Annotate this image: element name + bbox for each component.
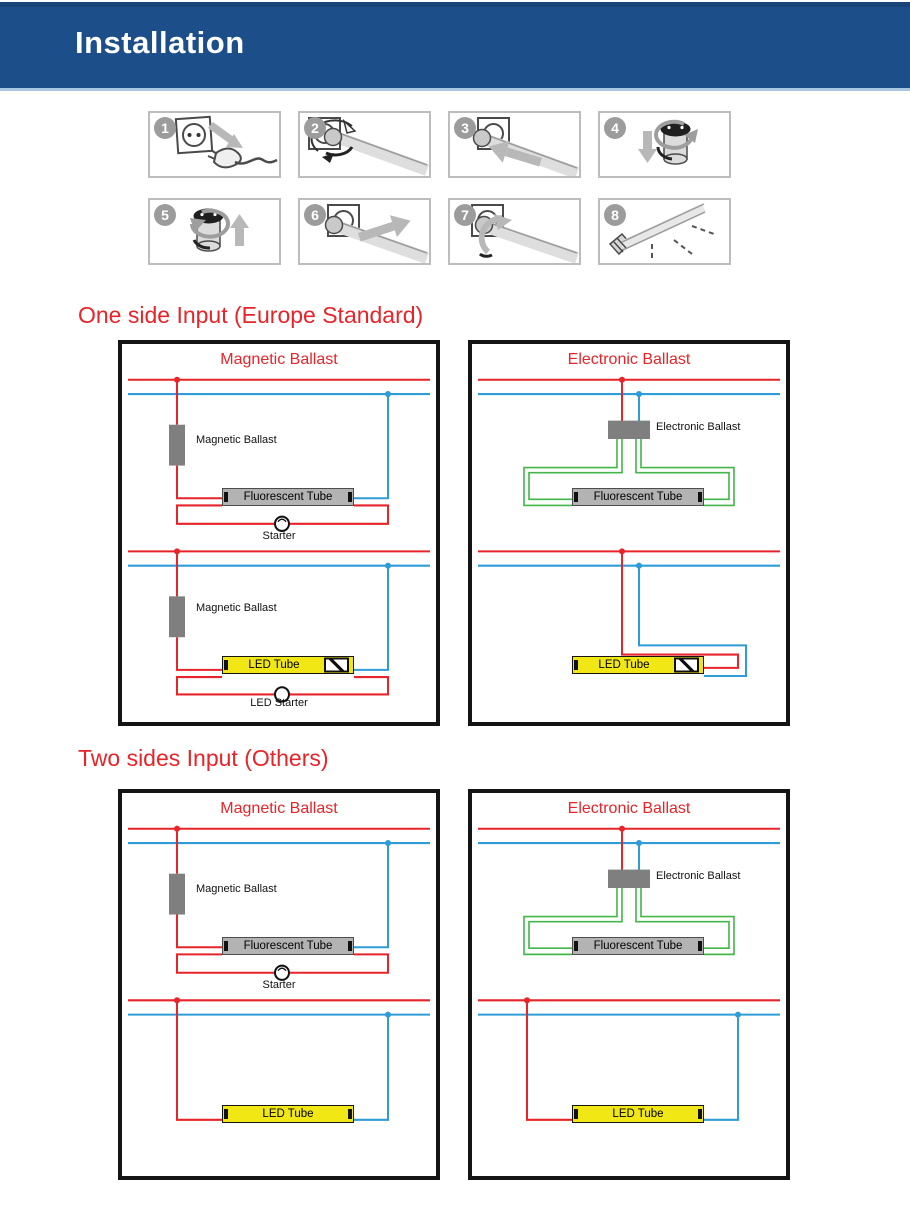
page-title: Installation: [75, 25, 245, 60]
diagram-two-sides-electronic: Electronic Ballast Electronic Ballast Fl…: [468, 789, 790, 1180]
ballast-label: Magnetic Ballast: [196, 602, 277, 614]
tube-label: Fluorescent Tube: [593, 491, 683, 503]
led-starter-label: LED Starter: [250, 697, 308, 709]
wiring-svg: [478, 376, 780, 678]
step-number-badge: 6: [304, 204, 326, 226]
tube-label: Fluorescent Tube: [593, 940, 683, 952]
magnetic-ballast-component: [169, 424, 185, 466]
fuse-box: [674, 657, 699, 673]
led-circuit: [478, 548, 780, 678]
diagram-one-side-electronic: Electronic Ballast Electronic Ballast Fl…: [468, 340, 790, 726]
page-header: Installation: [0, 2, 910, 91]
led-circuit: [128, 548, 430, 703]
starter-label: Starter: [262, 979, 296, 991]
tube-pin-right: [698, 941, 702, 951]
step-1: 1: [148, 111, 281, 178]
unplug-power-icon: [174, 115, 278, 169]
remove-starter-icon: [638, 119, 698, 165]
diagram-one-side-magnetic: Magnetic Ballast Magnetic Ballast Fluore…: [118, 340, 440, 726]
tube-pin-left: [574, 492, 578, 502]
tube-pin-right: [698, 492, 702, 502]
diagram-title: Electronic Ballast: [567, 800, 691, 817]
step-8: 8: [598, 198, 731, 265]
fuse-box: [324, 657, 349, 673]
fluorescent-circuit: [478, 376, 780, 507]
tube-pin-right: [348, 1109, 352, 1119]
fluorescent-tube: Fluorescent Tube: [572, 488, 704, 506]
fluorescent-tube: Fluorescent Tube: [222, 937, 354, 955]
step-5: 5: [148, 198, 281, 265]
step-7: 7: [448, 198, 581, 265]
magnetic-ballast-component: [169, 873, 185, 915]
step-number-badge: 1: [154, 117, 176, 139]
magnetic-ballast-component: [169, 596, 185, 638]
led-tube: LED Tube: [572, 656, 704, 674]
tube-pin-right: [698, 1109, 702, 1119]
power-on-icon: [608, 203, 715, 262]
step-4: 4: [598, 111, 731, 178]
ballast-label: Electronic Ballast: [656, 870, 741, 882]
diagram-title: Electronic Ballast: [567, 351, 691, 368]
step-number-badge: 5: [154, 204, 176, 226]
tube-label: Fluorescent Tube: [243, 491, 333, 503]
tube-label: LED Tube: [262, 1108, 314, 1120]
step-number-badge: 8: [604, 204, 626, 226]
led-circuit: [128, 997, 430, 1121]
step-3: 3: [448, 111, 581, 178]
tube-pin-left: [224, 1109, 228, 1119]
step-2: 2: [298, 111, 431, 178]
ballast-label: Electronic Ballast: [656, 421, 741, 433]
tube-pin-left: [574, 660, 578, 670]
tube-pin-left: [224, 660, 228, 670]
tube-pin-right: [348, 941, 352, 951]
section-heading-one-side: One side Input (Europe Standard): [78, 302, 424, 328]
electronic-ballast-component: [608, 420, 650, 440]
tube-label: LED Tube: [598, 659, 650, 671]
starter-label: Starter: [262, 530, 296, 542]
rotate-led-tube-icon: [471, 204, 579, 263]
insert-led-tube-icon: [324, 204, 429, 263]
tube-pin-left: [574, 941, 578, 951]
step-number-badge: 2: [304, 117, 326, 139]
led-tube: LED Tube: [222, 1105, 354, 1123]
wiring-svg: [128, 825, 430, 1121]
fluorescent-circuit: [128, 825, 430, 981]
led-tube: LED Tube: [222, 656, 354, 674]
led-tube: LED Tube: [572, 1105, 704, 1123]
tube-pin-left: [224, 941, 228, 951]
remove-old-tube-icon: [472, 117, 579, 176]
electronic-ballast-component: [608, 869, 650, 888]
led-circuit: [478, 997, 780, 1121]
diagram-two-sides-magnetic: Magnetic Ballast Magnetic Ballast Fluore…: [118, 789, 440, 1180]
step-number-badge: 3: [454, 117, 476, 139]
led-starter-component: [274, 686, 290, 703]
wiring-svg: [128, 376, 430, 703]
ballast-label: Magnetic Ballast: [196, 434, 277, 446]
tube-pin-left: [224, 492, 228, 502]
fluorescent-tube: Fluorescent Tube: [222, 488, 354, 506]
section-heading-two-sides: Two sides Input (Others): [78, 745, 329, 771]
step-number-badge: 4: [604, 117, 626, 139]
step-number-badge: 7: [454, 204, 476, 226]
tube-label: Fluorescent Tube: [243, 940, 333, 952]
install-led-starter-icon: [190, 208, 249, 252]
fluorescent-circuit: [478, 825, 780, 956]
diagram-title: Magnetic Ballast: [220, 351, 338, 368]
tube-pin-left: [574, 1109, 578, 1119]
tube-label: LED Tube: [612, 1108, 664, 1120]
step-6: 6: [298, 198, 431, 265]
diagram-title: Magnetic Ballast: [220, 800, 338, 817]
tube-label: LED Tube: [248, 659, 300, 671]
ballast-label: Magnetic Ballast: [196, 883, 277, 895]
tube-pin-right: [348, 492, 352, 502]
wiring-svg: [478, 825, 780, 1121]
fluorescent-tube: Fluorescent Tube: [572, 937, 704, 955]
fluorescent-circuit: [128, 376, 430, 532]
